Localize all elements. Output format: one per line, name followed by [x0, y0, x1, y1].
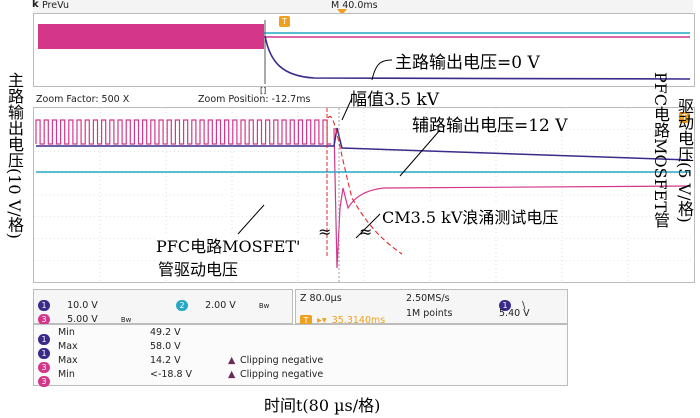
clipping-warning-icon: ▲: [228, 369, 236, 380]
pfc-gate-drive-post-surge: [333, 127, 691, 269]
trigger-position-value: 35.3140ms: [331, 315, 386, 326]
ch1-badge: 1: [38, 300, 50, 311]
ch2-bandwidth-icon: Bw: [258, 302, 270, 310]
measurement-label: Min: [58, 369, 75, 380]
ch3-scale: 5.00 V: [67, 314, 98, 325]
preview-pfc-block: [38, 24, 264, 49]
preview-trigger-badge[interactable]: T: [279, 16, 290, 27]
clipping-warning-text: Clipping negative: [240, 369, 324, 380]
measurement-value: 14.2 V: [150, 355, 181, 366]
graticule: [34, 108, 694, 282]
preview-label: PreVu: [42, 0, 69, 11]
measurement-value: <-18.8 V: [150, 369, 193, 380]
ch3-readout[interactable]: 3 5.00 V Bw: [38, 307, 131, 326]
annotation-surge-voltage: CM3.5 kV浪涌测试电压: [382, 204, 559, 228]
zoom-position-label: Zoom Position: -12.7ms: [198, 94, 311, 105]
pfc-gate-drive-wave: [35, 119, 332, 145]
zoom-factor-label: Zoom Factor: 500 X: [36, 94, 130, 105]
x-axis-label: 时间t(80 µs/格): [264, 396, 381, 415]
y-axis-label-right-1: PFC电路MOSFET管: [651, 72, 670, 229]
annotation-aux-output: 辅路输出电压=12 V: [412, 111, 568, 136]
preview-waveform-panel: T []: [33, 13, 695, 95]
annotation-amplitude: 幅值3.5 kV: [350, 90, 440, 110]
trigger-position-readout[interactable]: T ▸▾ 35.3140ms: [300, 308, 385, 327]
measurement-channel-badge: 1: [38, 334, 50, 345]
measurement-row[interactable]: 3 Max 14.2 V ▲ Clipping negative: [38, 355, 558, 373]
ch2-badge: 2: [176, 300, 188, 311]
preview-zoom-bracket: []: [260, 86, 267, 95]
measurement-row[interactable]: 1 Min 49.2 V: [38, 327, 558, 345]
break-mark-2: ≈: [359, 222, 373, 241]
ch3-badge: 3: [38, 314, 50, 325]
zoom-trigger-badge[interactable]: T: [679, 112, 690, 123]
trigger-position-arrow: ▸▾: [317, 315, 327, 326]
measurement-label: Max: [58, 355, 78, 366]
preview-header: k PreVu M 40.0ms: [32, 0, 693, 15]
zoom-info-bar: Zoom Factor: 500 X Zoom Position: -12.7m…: [33, 94, 693, 107]
measurement-channel-badge: 1: [38, 348, 50, 359]
trigger-position-badge: T: [300, 315, 312, 326]
y-axis-label-right-2: 驱动电压(5 V/格): [675, 98, 694, 223]
preview-main-output-curve: [264, 35, 691, 80]
ch2-readout[interactable]: 2 2.00 V Bw: [176, 293, 269, 312]
annotation-main-output: 主路输出电压=0 V: [395, 53, 540, 73]
trigger-source[interactable]: 1 \: [499, 293, 525, 312]
sample-rate: 2.50MS/s: [406, 293, 450, 304]
zoom-waveform-panel: T: [33, 107, 695, 283]
record-length: 1M points: [406, 308, 453, 319]
timebase-label: M 40.0ms: [331, 0, 378, 11]
preview-left-marker: k: [32, 0, 39, 10]
ch2-scale: 2.00 V: [205, 300, 236, 311]
timebase-status-panel: Z 80.0µs 2.50MS/s 1 \ T ▸▾ 35.3140ms 1M …: [295, 289, 568, 327]
zoom-time-per-div[interactable]: Z 80.0µs: [300, 293, 342, 304]
trigger-source-badge: 1: [499, 300, 511, 311]
measurement-label: Max: [58, 341, 78, 352]
measurement-value: 58.0 V: [150, 341, 181, 352]
measurement-channel-badge: 3: [38, 362, 50, 373]
main-output-wave: [36, 127, 691, 161]
trigger-position-arrow-icon[interactable]: [337, 9, 347, 15]
measurement-value: 49.2 V: [150, 327, 181, 338]
measurement-channel-badge: 3: [38, 376, 50, 387]
y-axis-label-left: 主路输出电压(10 V/格): [5, 72, 24, 239]
waveforms: [35, 108, 691, 282]
ch3-bandwidth-icon: Bw: [120, 316, 132, 324]
annotation-pfc-line1: PFC电路MOSFET': [156, 233, 301, 257]
trigger-level[interactable]: 5.40 V: [499, 308, 530, 319]
measurement-label: Min: [58, 327, 75, 338]
measurement-row[interactable]: 3 Min <-18.8 V ▲ Clipping negative: [38, 369, 558, 387]
measurement-row[interactable]: 1 Max 58.0 V: [38, 341, 558, 359]
break-mark-1: ≈: [318, 222, 332, 241]
clipping-warning-icon: ▲: [228, 355, 236, 366]
annotation-pfc-line2: 管驱动电压: [158, 256, 239, 280]
ch1-readout[interactable]: 1 10.0 V: [38, 293, 98, 312]
preview-waveform-svg: [38, 20, 691, 84]
clipping-warning-text: Clipping negative: [240, 355, 324, 366]
zoom-waveform-svg: [34, 108, 694, 282]
trigger-slope-icon: \: [522, 300, 526, 311]
ch1-scale: 10.0 V: [67, 300, 98, 311]
channel-status-panel: 1 10.0 V 2 2.00 V Bw 3 5.00 V Bw: [33, 289, 293, 326]
